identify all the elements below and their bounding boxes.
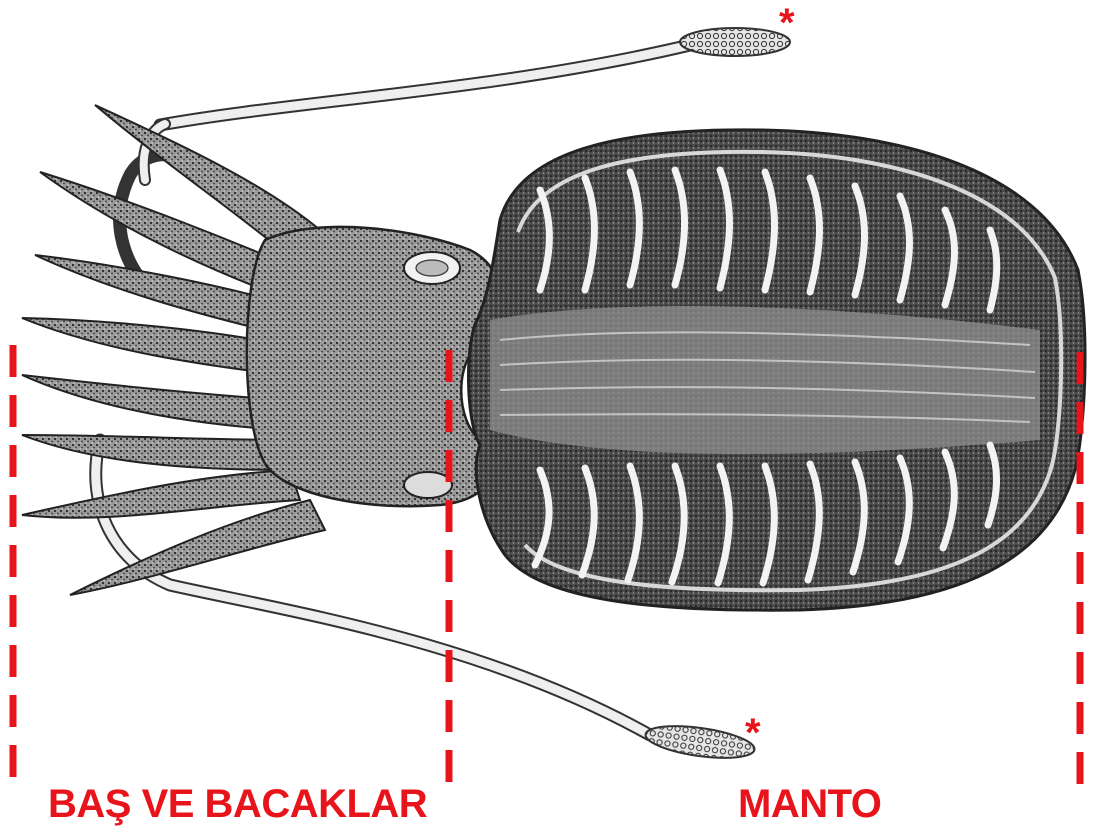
- head: [247, 227, 502, 506]
- mantle-label: MANTO: [738, 782, 881, 827]
- eye-lower: [404, 472, 452, 498]
- arm: [22, 470, 300, 518]
- tentacle-club-lower: [644, 720, 757, 763]
- arm: [22, 435, 290, 470]
- tentacle-club-marker-top: *: [779, 3, 795, 43]
- mantle: [468, 130, 1085, 610]
- tentacle-club-marker-bottom: *: [745, 713, 761, 753]
- tentacle-club-upper: [680, 28, 790, 56]
- arm: [22, 318, 285, 375]
- head-and-arms-label: BAŞ VE BACAKLAR: [48, 782, 427, 827]
- arm: [22, 375, 285, 430]
